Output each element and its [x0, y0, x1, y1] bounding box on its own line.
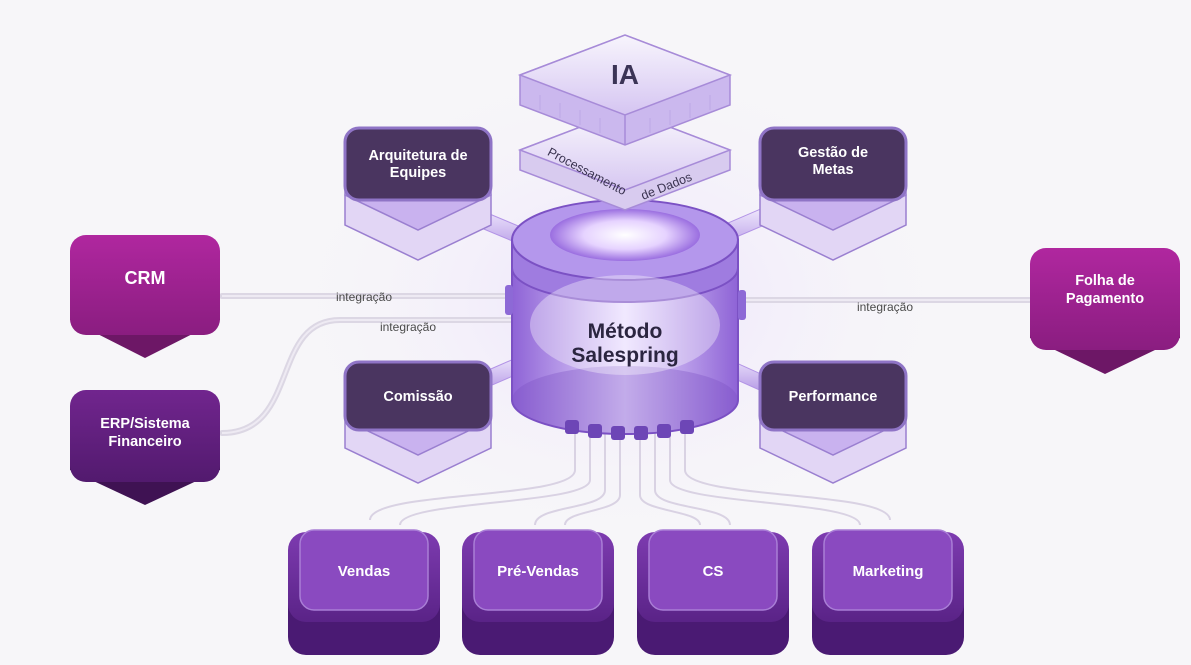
team-label-pre-vendas: Pré-Vendas [497, 563, 579, 580]
system-crm [70, 235, 220, 358]
hub-title-line1: Método [588, 320, 663, 343]
module-performance [758, 360, 908, 484]
hub-title-line2: Salespring [571, 344, 678, 367]
system-payroll [1030, 248, 1180, 374]
team-block-pre-vendas [462, 529, 614, 655]
integration-label-payroll: integração [857, 300, 913, 314]
module-performance-label: Performance [789, 389, 878, 405]
team-label-vendas: Vendas [338, 563, 391, 580]
module-team-architecture-line1: Arquitetura de [368, 148, 467, 164]
team-block-cs [637, 529, 789, 655]
system-erp-line1: ERP/Sistema [100, 416, 190, 432]
ai-processing-layer [517, 109, 733, 211]
module-goal-management-line2: Metas [812, 162, 853, 178]
module-commission-label: Comissão [383, 389, 452, 405]
system-erp [70, 390, 220, 505]
system-payroll-line1: Folha de [1075, 273, 1135, 289]
module-goal-management-line1: Gestão de [798, 145, 868, 161]
ai-label: IA [611, 59, 639, 90]
ai-block [517, 34, 733, 146]
integration-label-crm: integração [336, 290, 392, 304]
team-block-marketing [812, 529, 964, 655]
team-block-vendas [288, 529, 440, 655]
system-payroll-line2: Pagamento [1066, 291, 1144, 307]
central-hub [505, 199, 746, 440]
module-commission [343, 360, 493, 484]
team-label-cs: CS [703, 563, 724, 580]
team-wires [369, 430, 891, 526]
module-team-architecture-line2: Equipes [390, 165, 446, 181]
system-erp-line2: Financeiro [108, 434, 181, 450]
team-label-marketing: Marketing [853, 563, 924, 580]
module-goal-management [758, 126, 908, 261]
module-team-architecture [343, 126, 493, 261]
integration-label-erp: integração [380, 320, 436, 334]
system-crm-label: CRM [125, 268, 166, 288]
